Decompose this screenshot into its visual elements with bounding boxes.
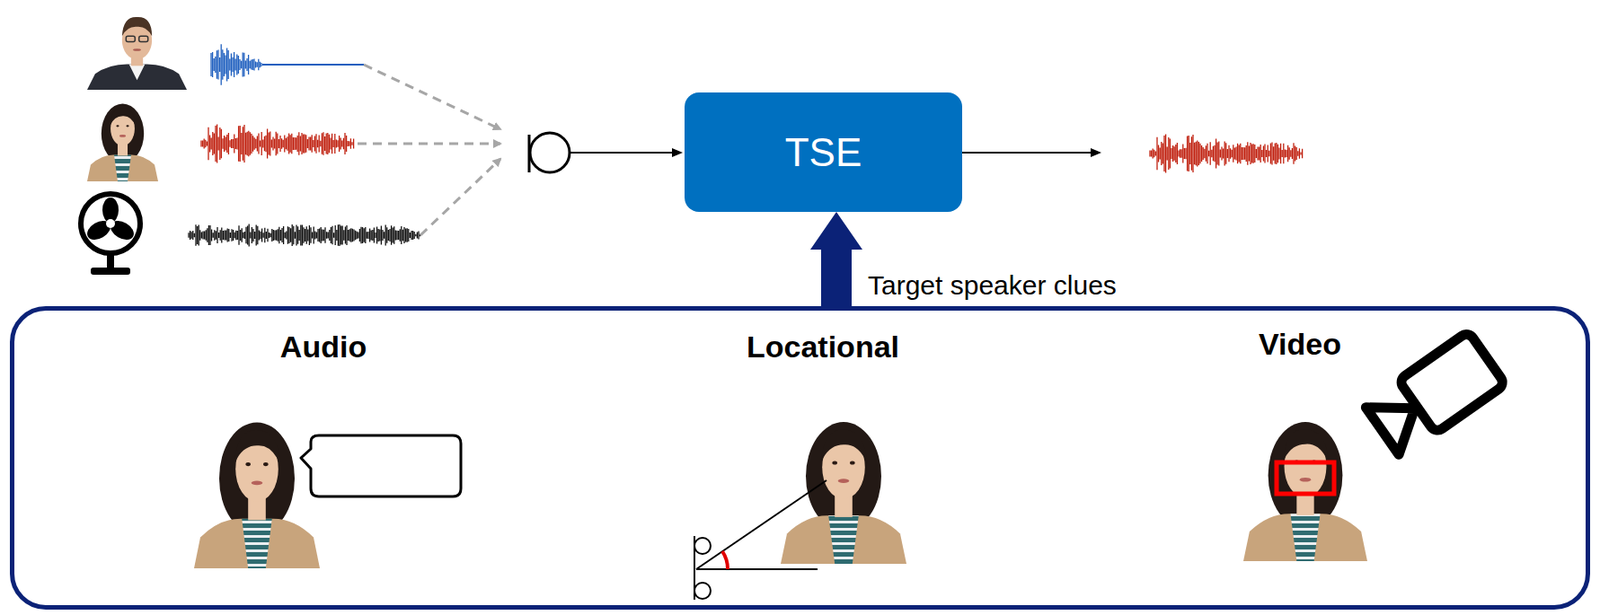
signal-line bbox=[962, 151, 1100, 154]
shirt bbox=[129, 64, 146, 81]
woman-figure bbox=[780, 422, 907, 565]
waveforms bbox=[188, 44, 1303, 486]
eye bbox=[115, 124, 119, 127]
section-heading: Audio bbox=[280, 329, 367, 365]
hair bbox=[122, 17, 152, 36]
hair bbox=[101, 104, 144, 164]
eye bbox=[831, 460, 838, 465]
mouth bbox=[119, 134, 126, 138]
mouth bbox=[251, 480, 264, 486]
microphone-symbol bbox=[530, 132, 570, 173]
clue-panel: Audio Locational Video bbox=[9, 306, 1591, 610]
mouth bbox=[132, 48, 142, 52]
waveform bbox=[211, 44, 262, 85]
bangs bbox=[1282, 429, 1329, 464]
section-heading: Video bbox=[1258, 327, 1342, 363]
top bbox=[828, 515, 859, 565]
camera-icon bbox=[1363, 331, 1506, 458]
woman-figure bbox=[194, 422, 320, 569]
eye bbox=[245, 462, 251, 467]
waveform bbox=[262, 63, 364, 66]
mix-arrow bbox=[357, 142, 501, 146]
lip-region bbox=[1276, 462, 1335, 495]
mouth bbox=[1299, 477, 1311, 483]
woman-figure bbox=[87, 104, 159, 182]
eye bbox=[125, 124, 129, 127]
eye bbox=[263, 462, 269, 467]
waveform bbox=[1149, 134, 1303, 174]
fan-icon bbox=[80, 194, 141, 275]
arrow-label: Target speaker clues bbox=[865, 270, 1120, 301]
waveform bbox=[188, 223, 421, 247]
speech-bubble bbox=[300, 435, 461, 497]
man-figure bbox=[87, 17, 187, 90]
bangs bbox=[109, 107, 136, 127]
mic-array bbox=[694, 480, 827, 601]
section-heading: Locational bbox=[746, 329, 900, 365]
bangs bbox=[234, 430, 282, 467]
sweater bbox=[87, 64, 187, 90]
box-label: TSE bbox=[785, 130, 863, 176]
top bbox=[241, 519, 273, 569]
hair bbox=[1268, 422, 1344, 530]
mix-arrow bbox=[363, 64, 501, 130]
waveform bbox=[201, 124, 354, 164]
hair bbox=[805, 422, 882, 531]
clue-arrow bbox=[810, 212, 863, 307]
glasses bbox=[139, 35, 149, 42]
woman-figure bbox=[1243, 422, 1368, 562]
top bbox=[1290, 513, 1320, 562]
people-figures bbox=[87, 17, 1368, 569]
jacket bbox=[194, 519, 320, 569]
eye bbox=[849, 460, 856, 465]
hair bbox=[219, 422, 295, 535]
jacket bbox=[87, 155, 159, 182]
mouth bbox=[838, 478, 850, 484]
mix-arrow bbox=[420, 159, 501, 236]
jacket bbox=[1243, 513, 1368, 562]
glasses bbox=[125, 35, 135, 42]
bangs bbox=[821, 429, 868, 465]
top bbox=[114, 155, 132, 182]
signal-line bbox=[569, 151, 681, 154]
process-box: TSE bbox=[684, 92, 963, 213]
jacket bbox=[780, 515, 907, 565]
